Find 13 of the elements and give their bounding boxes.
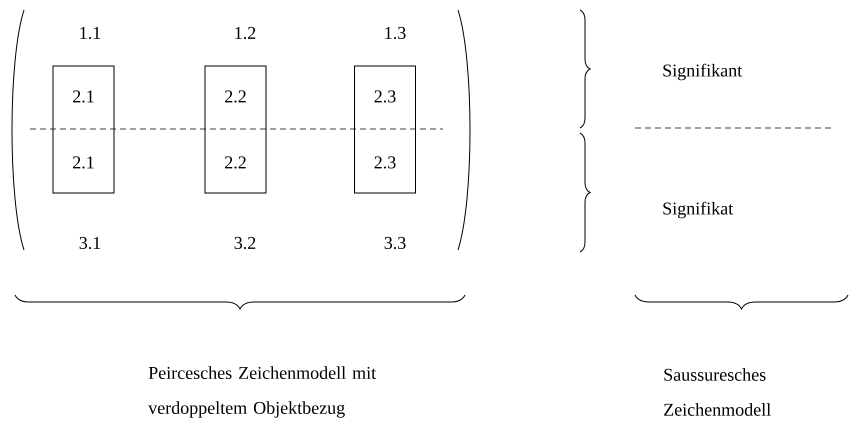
value-box: 2.3 2.3 bbox=[354, 66, 416, 194]
term-label: Signifikant bbox=[663, 64, 742, 80]
value-box: 2.2 2.2 bbox=[204, 66, 266, 194]
caption-text: Saussuresches Zeichenmodell bbox=[664, 368, 771, 416]
caption-text: Peircesches Zeichenmodell mit verdoppeltem Objektbezug bbox=[148, 366, 376, 418]
number-label: 3.1 bbox=[80, 236, 100, 250]
number-label: 3.2 bbox=[234, 236, 256, 250]
number-label: 3.3 bbox=[384, 236, 406, 250]
value-box: 2.1 2.1 bbox=[52, 66, 114, 194]
number-label: 1.1 bbox=[80, 26, 100, 40]
number-label: 1.2 bbox=[235, 26, 256, 40]
number-label: 1.3 bbox=[385, 26, 406, 40]
term-label: Signifikat bbox=[663, 202, 734, 218]
